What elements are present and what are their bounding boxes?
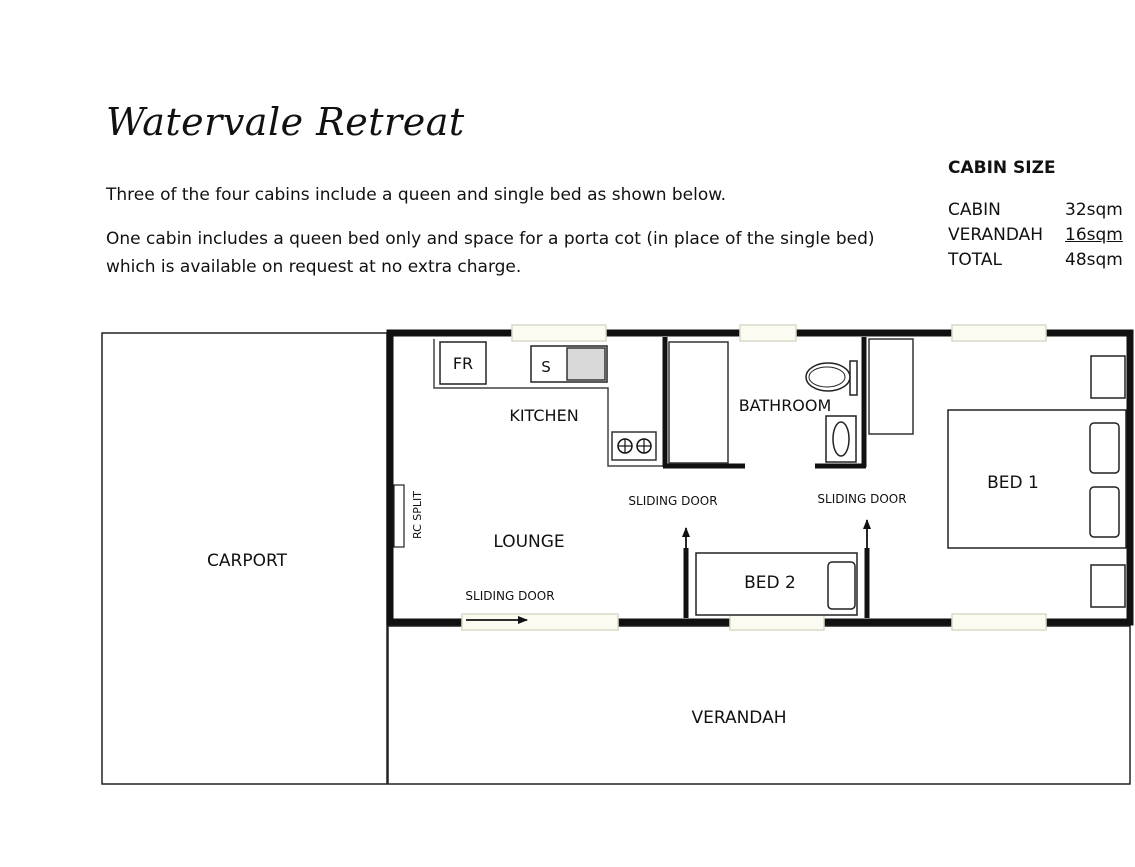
bed-1-pillow [1089,422,1120,474]
cabin-size-label: CABIN [948,200,1001,220]
toilet-cistern [849,360,858,396]
basin [825,415,857,463]
toilet-seat-inner [808,366,846,388]
bedside-table [1090,564,1126,608]
intro-paragraph: Three of the four cabins include a queen… [106,185,727,205]
porta-cot-paragraph: One cabin includes a queen bed only and … [106,225,875,281]
kitchen-bench [433,339,664,467]
sliding-door-opening [461,613,619,631]
window-top-1 [511,324,607,342]
bedside-table [1090,355,1126,399]
kitchen-label: KITCHEN [509,406,578,425]
rc-split-unit [393,484,405,548]
bed-1-label: BED 1 [987,473,1039,493]
fridge [439,341,487,385]
sliding-door-right-label: SLIDING DOOR [817,492,906,506]
fridge-label: FR [453,354,473,373]
porta-cot-line-2: which is available on request at no extr… [106,257,522,277]
sliding-door-left-label: SLIDING DOOR [628,494,717,508]
wardrobe [868,338,914,435]
window-bottom-1 [729,613,825,631]
basin-icon [832,421,850,457]
total-size-value: 48sqm [1065,250,1123,270]
sink-basin [566,347,606,381]
cabin-size-heading: CABIN SIZE [948,158,1056,178]
cabin-size-row: CABIN 32sqm [948,200,1128,225]
verandah-label: VERANDAH [691,708,786,728]
bed-1-pillow [1089,486,1120,538]
bed-2-pillow [827,561,856,610]
porta-cot-line-1: One cabin includes a queen bed only and … [106,229,875,249]
sliding-door-lounge-label: SLIDING DOOR [465,589,554,603]
bed-2-label: BED 2 [744,573,796,593]
page-title: Watervale Retreat [106,100,465,144]
window-top-3 [951,324,1047,342]
window-top-2 [739,324,797,342]
cabin-size-panel: CABIN SIZE CABIN 32sqm VERANDAH 16sqm TO… [948,158,1128,275]
verandah-size-label: VERANDAH [948,225,1044,245]
verandah-size-row: VERANDAH 16sqm [948,225,1128,250]
sink-label: S [541,358,551,376]
bathroom-label: BATHROOM [739,396,832,415]
lounge-label: LOUNGE [493,532,564,552]
total-size-label: TOTAL [948,250,1002,270]
verandah-size-value: 16sqm [1065,225,1123,245]
total-size-row: TOTAL 48sqm [948,250,1128,275]
cupboard [668,341,729,464]
rc-split-label: RC SPLIT [411,491,424,539]
verandah-area [387,625,1131,785]
cabin-size-value: 32sqm [1065,200,1123,220]
carport-label: CARPORT [207,551,288,571]
window-bottom-2 [951,613,1047,631]
